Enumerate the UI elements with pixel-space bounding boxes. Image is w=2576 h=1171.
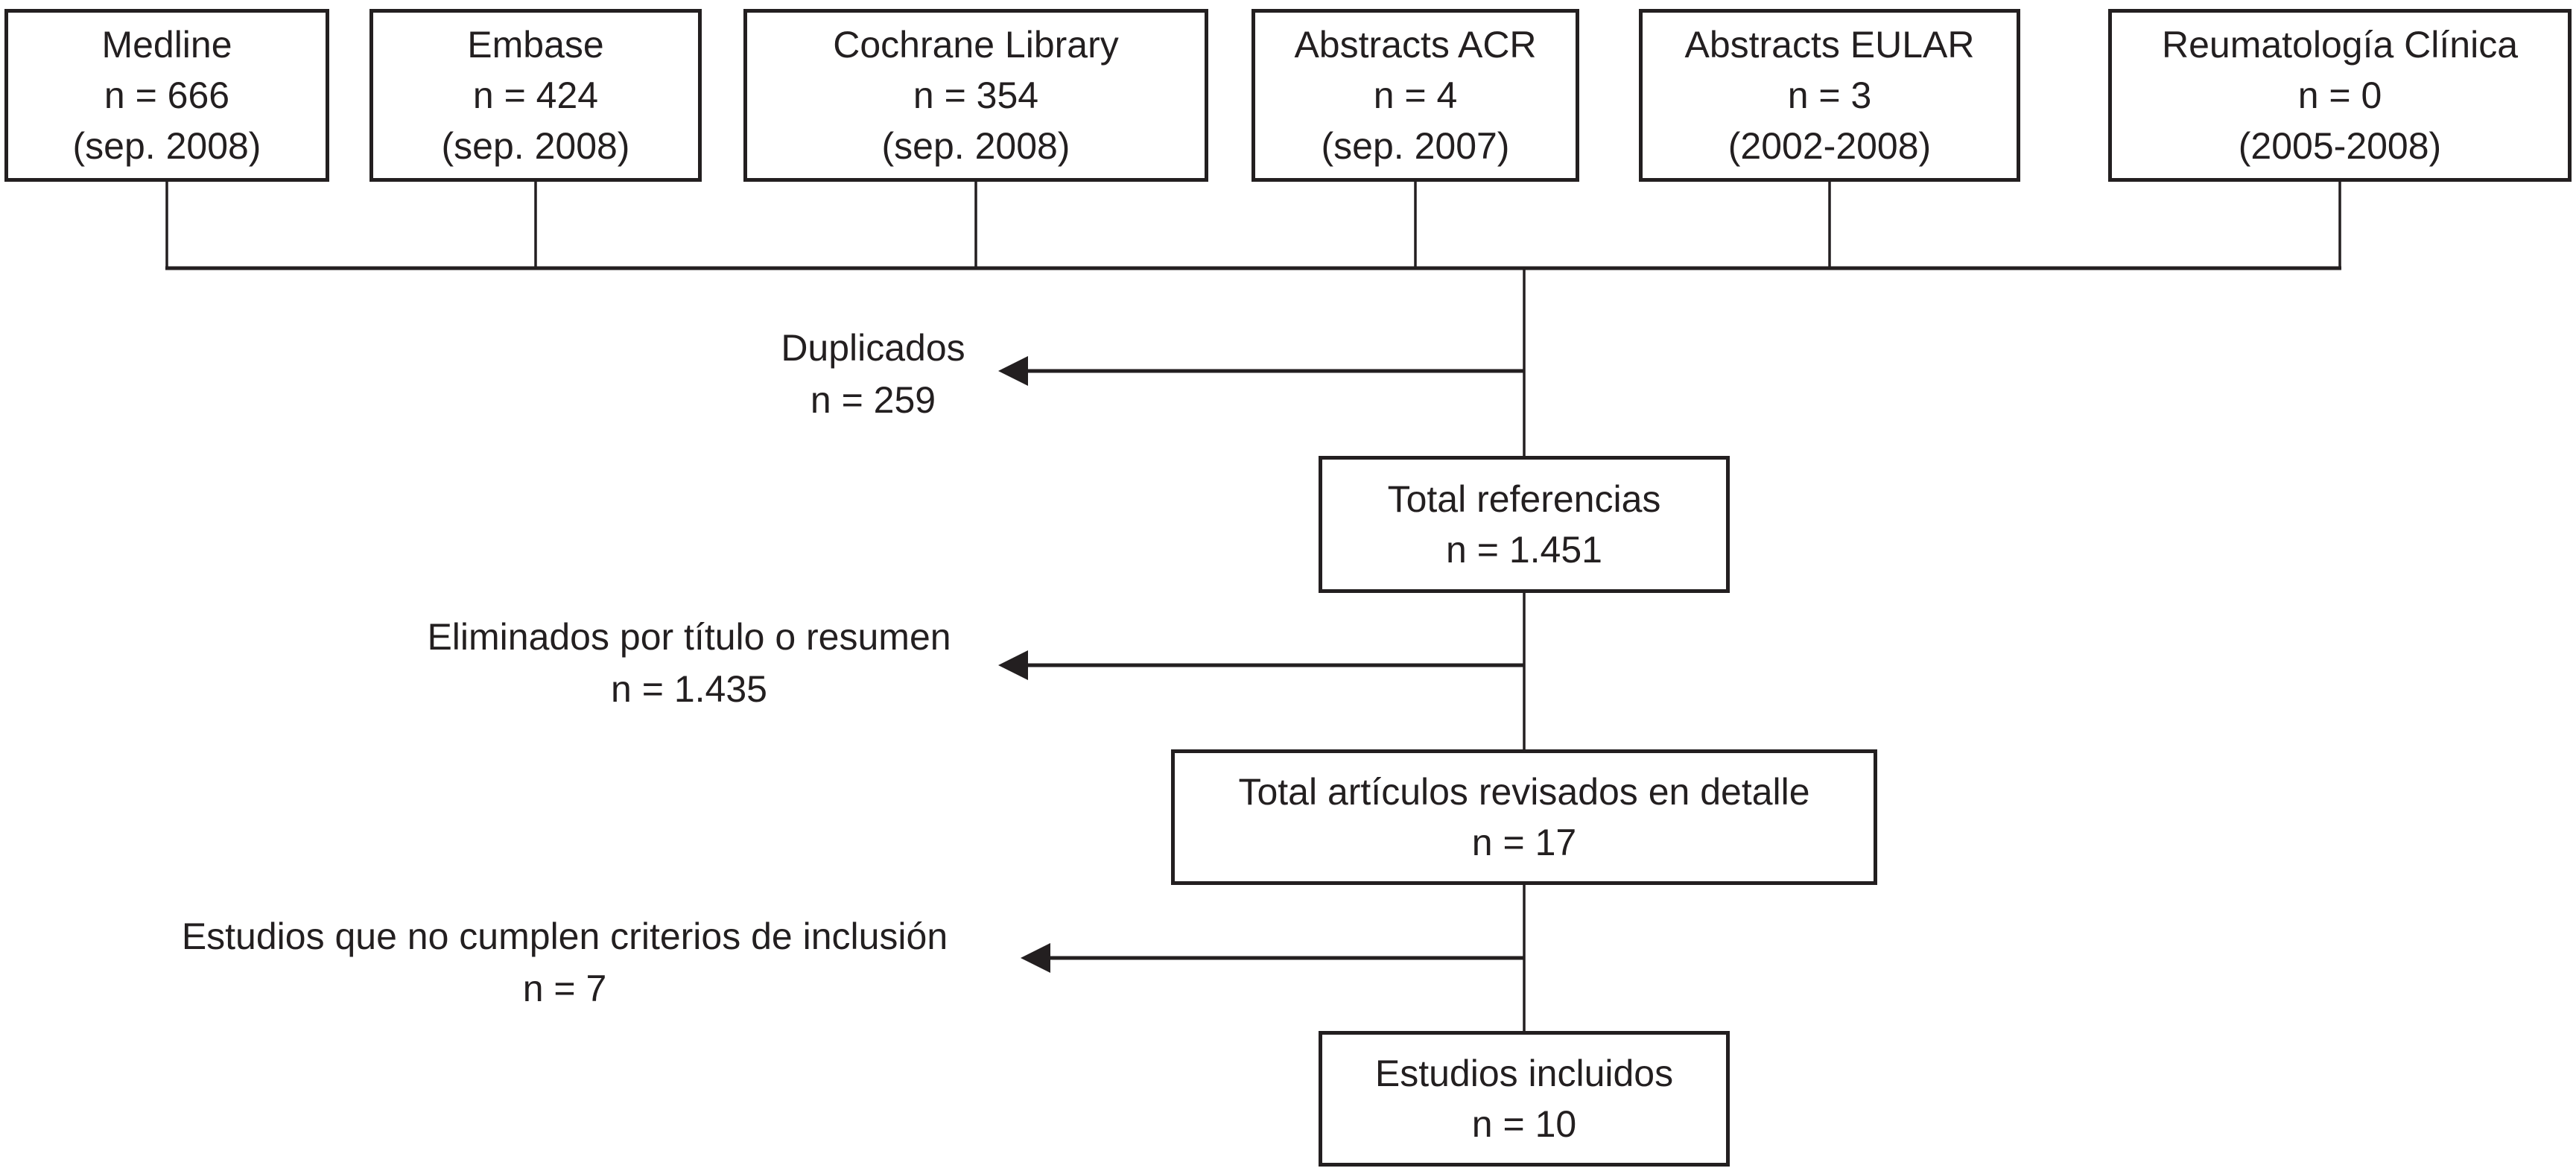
source-period: (2002-2008) xyxy=(1728,125,1932,167)
source-count: n = 4 xyxy=(1373,74,1458,116)
stage-count: n = 17 xyxy=(1471,822,1577,863)
stage-box-studies-included: Estudios incluidos n = 10 xyxy=(1319,1031,1730,1167)
exclusion-count: n = 1.435 xyxy=(611,668,767,710)
exclusion-note-criteria-not-met: Estudios que no cumplen criterios de inc… xyxy=(43,910,1086,1015)
stage-count: n = 1.451 xyxy=(1446,529,1602,571)
arrowhead-icon xyxy=(998,356,1028,386)
stage-box-articles-reviewed: Total artículos revisados en detalle n =… xyxy=(1171,749,1877,885)
source-count: n = 424 xyxy=(472,74,599,116)
source-box-cochrane: Cochrane Library n = 354 (sep. 2008) xyxy=(743,9,1208,182)
source-name: Embase xyxy=(467,24,604,66)
source-period: (2005-2008) xyxy=(2238,125,2442,167)
source-box-reumatologia-clinica: Reumatología Clínica n = 0 (2005-2008) xyxy=(2108,9,2572,182)
source-box-abstracts-acr: Abstracts ACR n = 4 (sep. 2007) xyxy=(1251,9,1579,182)
exclusion-note-title-abstract: Eliminados por título o resumen n = 1.43… xyxy=(242,611,1136,715)
stage-count: n = 10 xyxy=(1471,1103,1577,1145)
stage-label: Total referencias xyxy=(1387,478,1661,520)
stage-label: Total artículos revisados en detalle xyxy=(1238,771,1810,813)
source-name: Abstracts EULAR xyxy=(1684,24,1975,66)
source-count: n = 354 xyxy=(913,74,1039,116)
source-name: Abstracts ACR xyxy=(1294,24,1537,66)
exclusion-count: n = 7 xyxy=(522,968,607,1009)
source-count: n = 666 xyxy=(104,74,230,116)
source-period: (sep. 2008) xyxy=(72,125,261,167)
stage-label: Estudios incluidos xyxy=(1374,1053,1674,1094)
arrow-title-abstract-excluded xyxy=(998,650,1524,680)
exclusion-label: Duplicados xyxy=(781,327,965,369)
exclusion-count: n = 259 xyxy=(810,379,936,421)
exclusion-label: Estudios que no cumplen criterios de inc… xyxy=(181,915,948,957)
arrow-criteria-not-met xyxy=(1021,943,1524,973)
arrowhead-icon xyxy=(998,650,1028,680)
source-period: (sep. 2008) xyxy=(441,125,630,167)
source-period: (sep. 2007) xyxy=(1321,125,1510,167)
source-name: Reumatología Clínica xyxy=(2161,24,2519,66)
source-count: n = 0 xyxy=(2297,74,2382,116)
source-box-abstracts-eular: Abstracts EULAR n = 3 (2002-2008) xyxy=(1639,9,2020,182)
exclusion-label: Eliminados por título o resumen xyxy=(427,616,951,658)
arrow-duplicates xyxy=(998,356,1524,386)
arrowhead-icon xyxy=(1021,943,1050,973)
source-count: n = 3 xyxy=(1787,74,1872,116)
source-name: Medline xyxy=(101,24,232,66)
stage-box-total-references: Total referencias n = 1.451 xyxy=(1319,456,1730,593)
source-box-embase: Embase n = 424 (sep. 2008) xyxy=(369,9,702,182)
source-period: (sep. 2008) xyxy=(881,125,1070,167)
exclusion-note-duplicates: Duplicados n = 259 xyxy=(575,322,1171,426)
source-box-medline: Medline n = 666 (sep. 2008) xyxy=(4,9,329,182)
source-name: Cochrane Library xyxy=(833,24,1119,66)
